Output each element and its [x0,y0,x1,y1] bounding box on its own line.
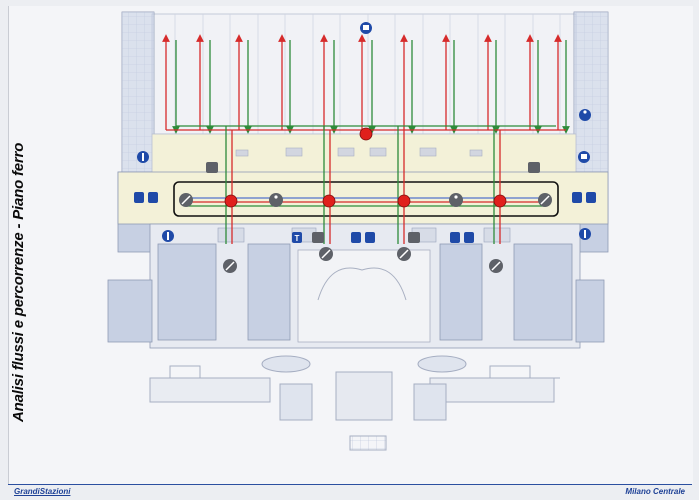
escalator-icon [397,247,411,261]
right-wing [567,11,609,253]
toilet-icon [572,192,596,203]
escalator-icon [489,259,503,273]
information-icon [162,230,174,242]
map-icons: T [134,22,596,273]
svg-text:T: T [295,234,300,243]
accessibility-icon [449,193,463,207]
flow-node [322,194,336,208]
toilet-icon [351,232,375,243]
concourse [117,133,609,225]
accessibility-icon [579,109,591,121]
poster-title: Analisi flussi e percorrenze - Piano fer… [10,142,27,422]
toilet-icon [134,192,158,203]
accessibility-icon [269,193,283,207]
station-name: Milano Centrale [625,487,685,496]
train-icon [360,22,372,34]
flow-node [493,194,507,208]
escalator-icon [223,259,237,273]
elevator-icon [312,232,324,243]
flow-node [397,194,411,208]
information-icon [579,228,591,240]
platform-hall [151,13,577,135]
escalator-icon [179,193,193,207]
brand-logo: GrandiStazioni [14,487,71,496]
escalator-icon [538,193,552,207]
main-building [107,223,605,349]
ticket-icon [578,151,590,163]
flow-nodes [224,127,507,208]
elevator-icon [528,162,540,173]
taxi-icon: T [292,232,302,243]
information-icon [137,151,149,163]
escalator-icon [319,247,333,261]
footer-rule [8,484,692,485]
flow-node [359,127,373,141]
flow-node [224,194,238,208]
forecourt [149,355,560,451]
elevator-icon [408,232,420,243]
elevator-icon [206,162,218,173]
flow-lines [162,34,570,244]
toilet-icon [450,232,474,243]
